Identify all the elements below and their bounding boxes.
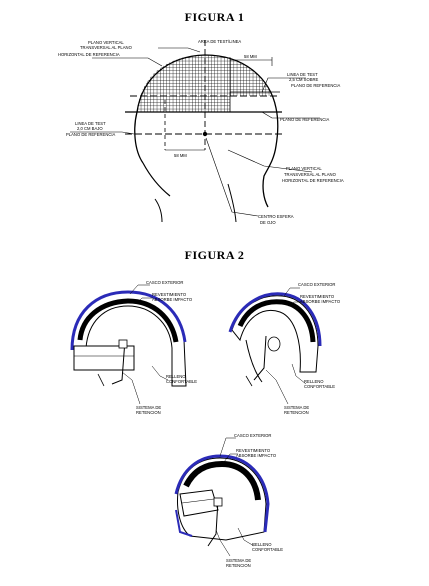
label-plano-vertical-top-1: PLANO VERTICAL [88, 40, 124, 45]
helmet-c-label-sistema-2: RETENCION [226, 563, 251, 568]
helmet-b-label-sistema-1: SISTEMA DE [284, 405, 309, 410]
helmet-c-label-rev-1: REVESTIMIENTO [236, 448, 271, 453]
helmet-a-strap [111, 339, 126, 385]
helmet-a-label-rev-2: ABSORBE IMPACTO [152, 297, 193, 302]
helmet-b: CASCO EXTERIOR REVESTIMIENTO ABSORBE IMP… [228, 282, 341, 415]
helmet-b-label-rev-1: REVESTIMIENTO [300, 294, 335, 299]
label-plano-referencia: PLANO DE REFERENCIA [280, 117, 330, 122]
helmet-c-label-relleno-2: CONFORTABLE [252, 547, 283, 552]
helmet-b-label-relleno-1: RELLENO [304, 379, 324, 384]
helmet-c-chin-bar [175, 509, 193, 537]
figure-1-title: FIGURA 1 [184, 10, 245, 24]
helmet-c-strap [207, 499, 219, 547]
helmet-c-label-relleno-1: RELLENO [252, 542, 272, 547]
label-centro-2: DE OJO [260, 220, 276, 225]
label-linea-test-right-2: 2,5 CM SOBRE [289, 77, 319, 82]
helmet-c-visor [179, 489, 219, 517]
helmet-b-strap [253, 335, 267, 381]
helmet-a-outer-shell [70, 290, 187, 351]
label-linea-test-left-3: PLANO DE REFERENCIA [66, 132, 116, 137]
eye-center-dot [202, 131, 208, 137]
helmet-b-outer-shell [228, 292, 322, 347]
jaw-line [142, 162, 171, 197]
helmet-c-label-casco: CASCO EXTERIOR [234, 433, 271, 438]
label-linea-test-left-2: 2,0 CM BAJO [77, 126, 103, 131]
label-plano-vertical-bottom-2: TRANSVERSAL AL PLANO [284, 172, 337, 177]
label-plano-vertical-bottom-3: HORIZONTAL DE REFERENCIA [282, 178, 344, 183]
helmet-c: CASCO EXTERIOR REVESTIMIENTO ABSORBE IMP… [174, 433, 283, 568]
test-area-hatch [137, 55, 278, 112]
label-centro-1: CENTRO ESFERA [258, 214, 294, 219]
helmet-a-label-casco: CASCO EXTERIOR [146, 280, 183, 285]
helmet-a-visor [73, 345, 135, 371]
label-plano-vertical-top-2: TRANSVERSAL AL PLANO [80, 45, 133, 50]
helmet-a-label-relleno-1: RELLENO [166, 374, 186, 379]
helmet-a-label-rev-1: REVESTIMIENTO [152, 292, 187, 297]
helmet-b-liner [237, 299, 316, 343]
figure-1: AREA DE TEST/LINEA PLANO VERTICAL TRANSV… [58, 39, 344, 225]
label-linea-test-left-1: LINEA DE TEST [75, 121, 106, 126]
helmet-a-label-sistema-2: RETENCION [136, 410, 161, 415]
helmet-c-label-rev-2: ABSORBE IMPACTO [236, 453, 277, 458]
helmet-a-liner [77, 298, 179, 343]
helmet-c-label-sistema-1: SISTEMA DE [226, 558, 251, 563]
label-linea-test-right-3: PLANO DE REFERENCIA [291, 83, 341, 88]
label-dim-top: 58 MM [244, 54, 257, 59]
helmet-a: CASCO EXTERIOR REVESTIMIENTO ABSORBE IMP… [70, 280, 197, 415]
helmet-c-liner [183, 460, 261, 501]
helmet-a-label-sistema-1: SISTEMA DE [136, 405, 161, 410]
helmet-b-label-sistema-2: RETENCION [284, 410, 309, 415]
helmet-b-label-casco: CASCO EXTERIOR [298, 282, 335, 287]
helmet-b-face-edge [245, 339, 263, 383]
helmet-b-label-relleno-2: CONFORTABLE [304, 384, 335, 389]
helmet-b-shell [231, 295, 319, 373]
label-area-test: AREA DE TEST/LINEA [198, 39, 241, 44]
neck-line [154, 198, 163, 223]
helmet-b-label-rev-2: ABSORBE IMPACTO [300, 299, 341, 304]
label-plano-vertical-bottom-1: PLANO VERTICAL [286, 166, 322, 171]
neck-back-line [227, 183, 237, 223]
label-plano-vertical-top-3: HORIZONTAL DE REFERENCIA [58, 52, 120, 57]
figure-2-title: FIGURA 2 [184, 248, 245, 262]
helmet-a-label-relleno-2: CONFORTABLE [166, 379, 197, 384]
label-linea-test-right-1: LINEA DE TEST [287, 72, 318, 77]
label-dim-bottom: 58 MM [174, 153, 187, 158]
